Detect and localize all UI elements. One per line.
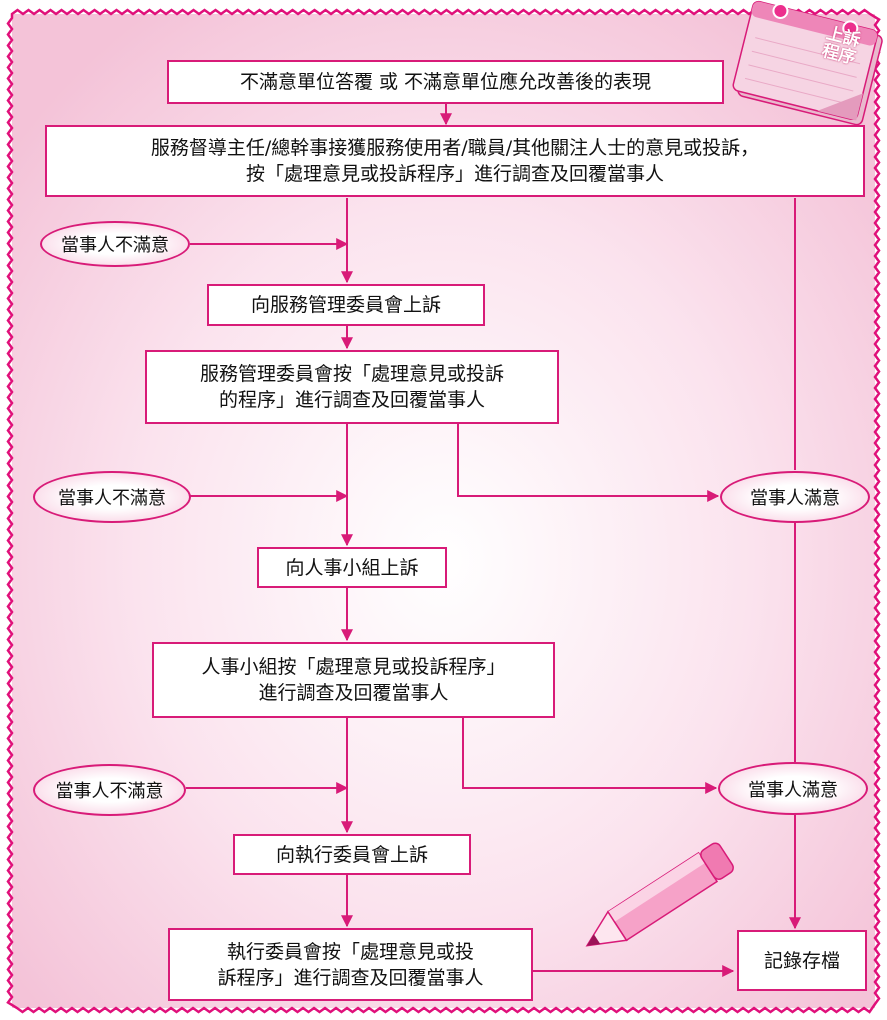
step-executive-committee-process: 執行委員會按「處理意見或投 訴程序」進行調查及回覆當事人 <box>168 928 533 1001</box>
oval-party-unsatisfied-3: 當事人不滿意 <box>33 764 186 816</box>
step-personnel-group-process: 人事小組按「處理意見或投訴程序」 進行調查及回覆當事人 <box>152 642 555 718</box>
arrow-process2-to-satisfied2 <box>462 718 718 794</box>
step-appeal-service-committee: 向服務管理委員會上訴 <box>207 284 485 326</box>
step-service-committee-process: 服務管理委員會按「處理意見或投訴 的程序」進行調查及回覆當事人 <box>145 350 559 424</box>
step-appeal-executive-committee: 向執行委員會上訴 <box>233 834 471 875</box>
oval-party-satisfied-2: 當事人滿意 <box>718 762 868 815</box>
arrow-process1-to-satisfied1 <box>457 424 720 502</box>
step-initial-investigation: 服務督導主任/總幹事接獲服務使用者/職員/其他關注人士的意見或投訴， 按「處理意… <box>45 125 865 197</box>
step-top-unsatisfied-reply: 不滿意單位答覆 或 不滿意單位應允改善後的表現 <box>167 60 724 104</box>
oval-party-satisfied-1: 當事人滿意 <box>720 471 870 523</box>
connectors <box>186 104 801 977</box>
calendar-icon <box>732 0 883 126</box>
step-record-archive: 記錄存檔 <box>737 930 867 991</box>
step-appeal-personnel-group: 向人事小組上訴 <box>257 547 447 588</box>
pencil-icon <box>585 842 734 947</box>
zigzag-border <box>6 8 881 1014</box>
oval-party-unsatisfied-2: 當事人不滿意 <box>33 471 191 523</box>
oval-party-unsatisfied-1: 當事人不滿意 <box>40 221 190 267</box>
